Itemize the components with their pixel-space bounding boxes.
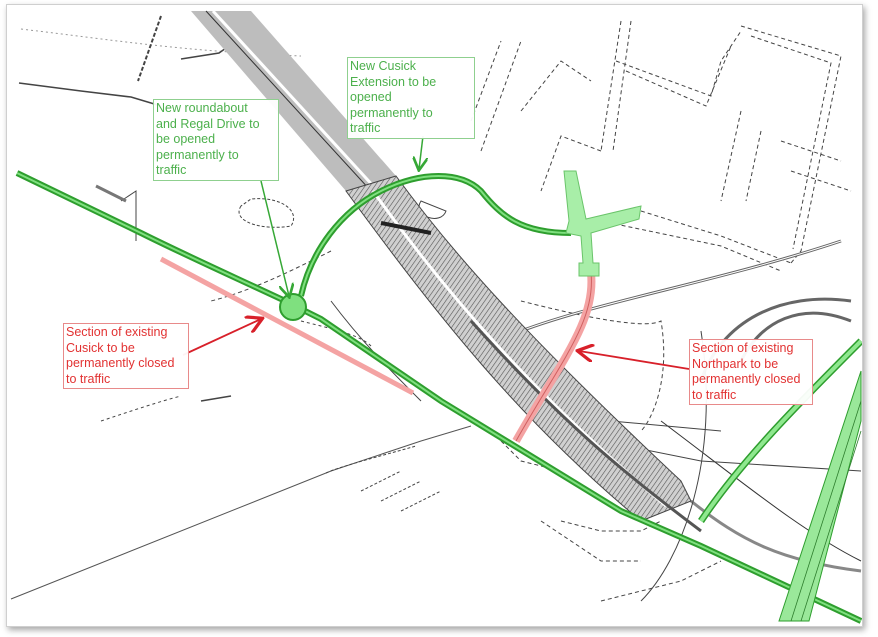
callout-arrows — [182, 135, 690, 370]
cusick-closed-arrow — [182, 319, 261, 356]
open-routes — [15, 170, 862, 624]
callout-cusick-extension: New Cusick Extension to be opened perman… — [347, 57, 475, 139]
closed-cusick-section — [159, 256, 415, 396]
motorway — [191, 9, 702, 533]
closed-sections — [159, 256, 596, 443]
callout-cusick-closed: Section of existing Cusick to be permane… — [63, 323, 189, 389]
roundabout-arrow — [260, 180, 289, 296]
callout-northpark-closed: Section of existing Northpark to be perm… — [689, 339, 813, 405]
cusick-extension-junction — [563, 170, 642, 277]
northpark-closed-arrow — [579, 351, 690, 370]
road-plan-map[interactable] — [7, 5, 862, 626]
cusick-extension-arrow — [419, 135, 423, 169]
roundabout — [279, 293, 307, 321]
map-frame: New roundabout and Regal Drive to be ope… — [6, 4, 863, 627]
callout-new-roundabout: New roundabout and Regal Drive to be ope… — [153, 99, 279, 181]
